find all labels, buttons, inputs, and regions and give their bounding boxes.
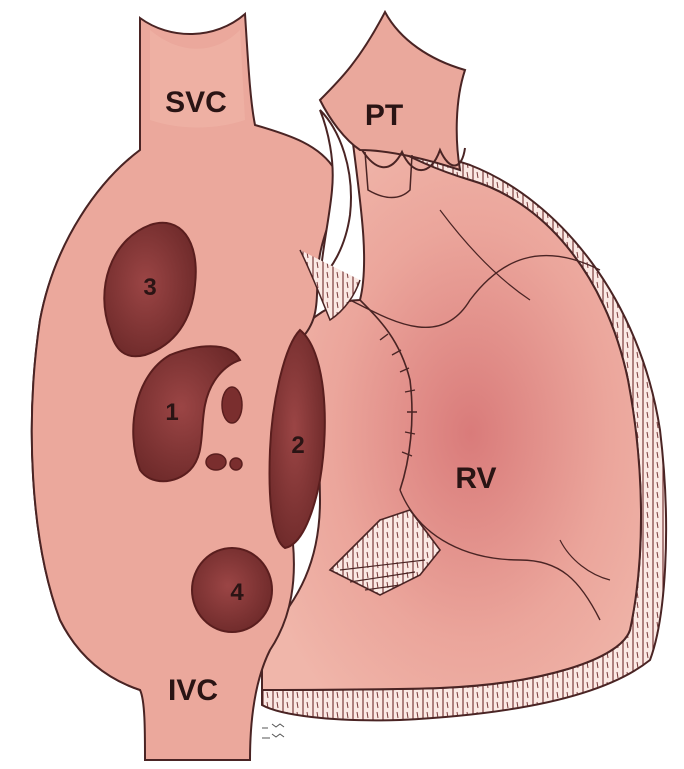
defect-2-label: 2 <box>291 432 304 459</box>
defect-1-label: 1 <box>165 399 178 426</box>
rv-label: RV <box>455 462 496 495</box>
artist-credit-mark <box>262 724 284 738</box>
fenestration <box>206 454 226 470</box>
pt-label: PT <box>365 99 403 132</box>
fenestration <box>222 387 242 423</box>
fenestration <box>230 458 242 470</box>
defect-4-label: 4 <box>230 579 244 606</box>
defect-3-label: 3 <box>143 274 156 301</box>
svc-label: SVC <box>165 86 227 119</box>
ivc-label: IVC <box>168 674 218 707</box>
